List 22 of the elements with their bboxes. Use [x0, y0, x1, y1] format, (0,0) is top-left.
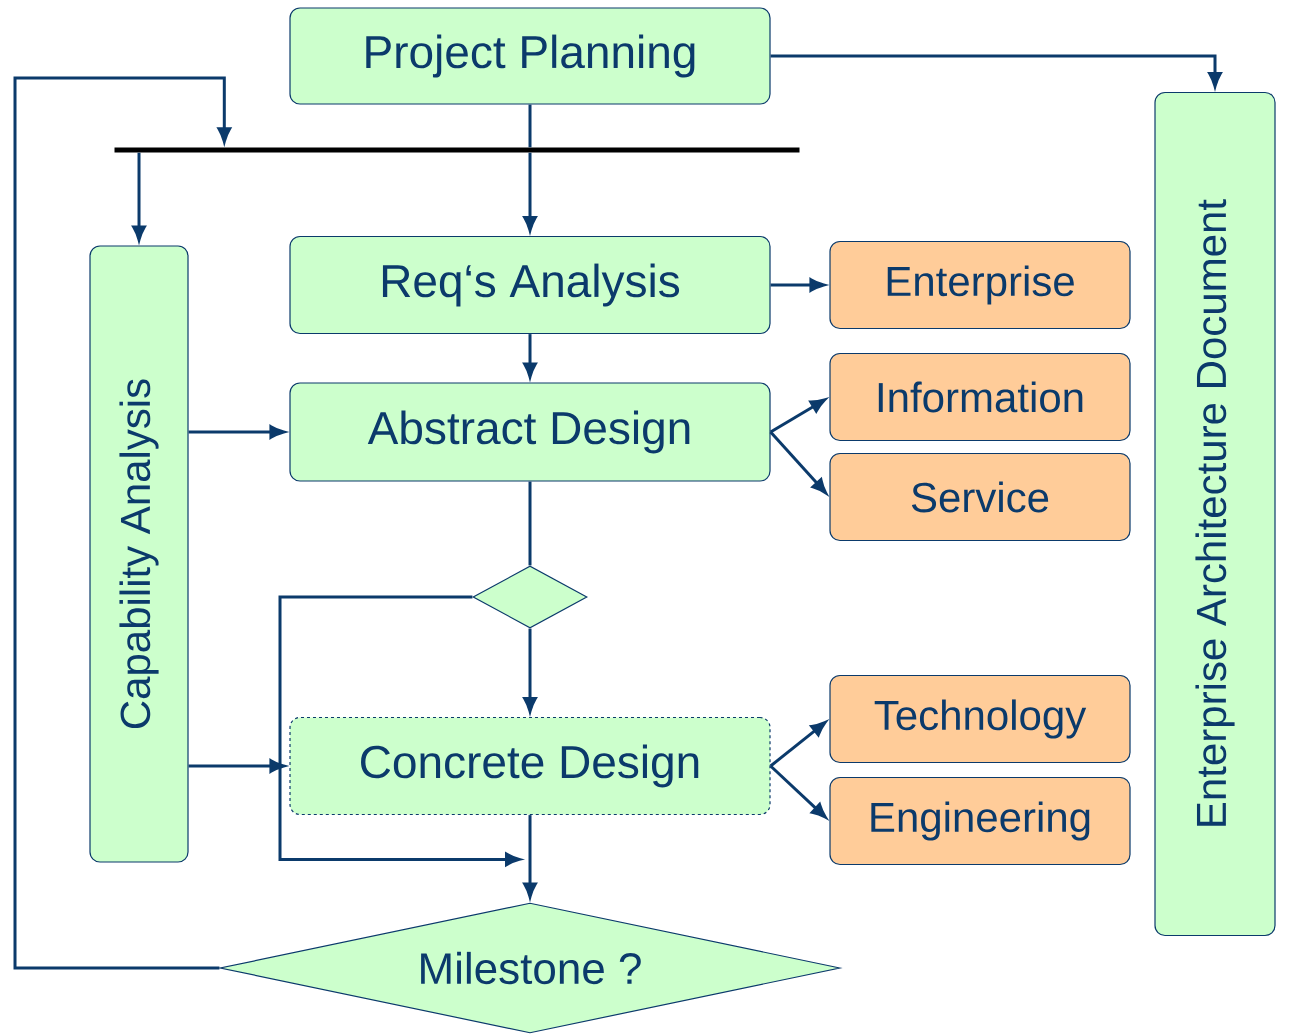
connector-line	[528, 481, 532, 566]
category-box: Enterprise	[829, 240, 1131, 330]
category-box: Technology	[829, 674, 1131, 764]
arrow	[769, 721, 827, 768]
connector-line	[528, 104, 532, 148]
vertical-band: Enterprise Architecture Document	[1154, 91, 1276, 937]
arrow	[769, 764, 827, 819]
sync-bar	[114, 147, 800, 153]
process-box: Abstract Design	[289, 382, 771, 482]
arrow	[770, 278, 826, 292]
category-box: Service	[829, 452, 1131, 542]
arrow	[523, 334, 537, 379]
vertical-band: Capability Analysis	[89, 245, 189, 863]
arrow	[13, 76, 232, 970]
arrow	[769, 431, 827, 495]
category-box: Information	[829, 352, 1131, 442]
category-box: Engineering	[829, 776, 1131, 866]
process-box: Req‘s Analysis	[289, 235, 771, 335]
arrow	[132, 152, 146, 242]
process-box: Project Planning	[289, 7, 771, 105]
decision-diamond	[472, 565, 588, 629]
arrow	[188, 425, 286, 439]
